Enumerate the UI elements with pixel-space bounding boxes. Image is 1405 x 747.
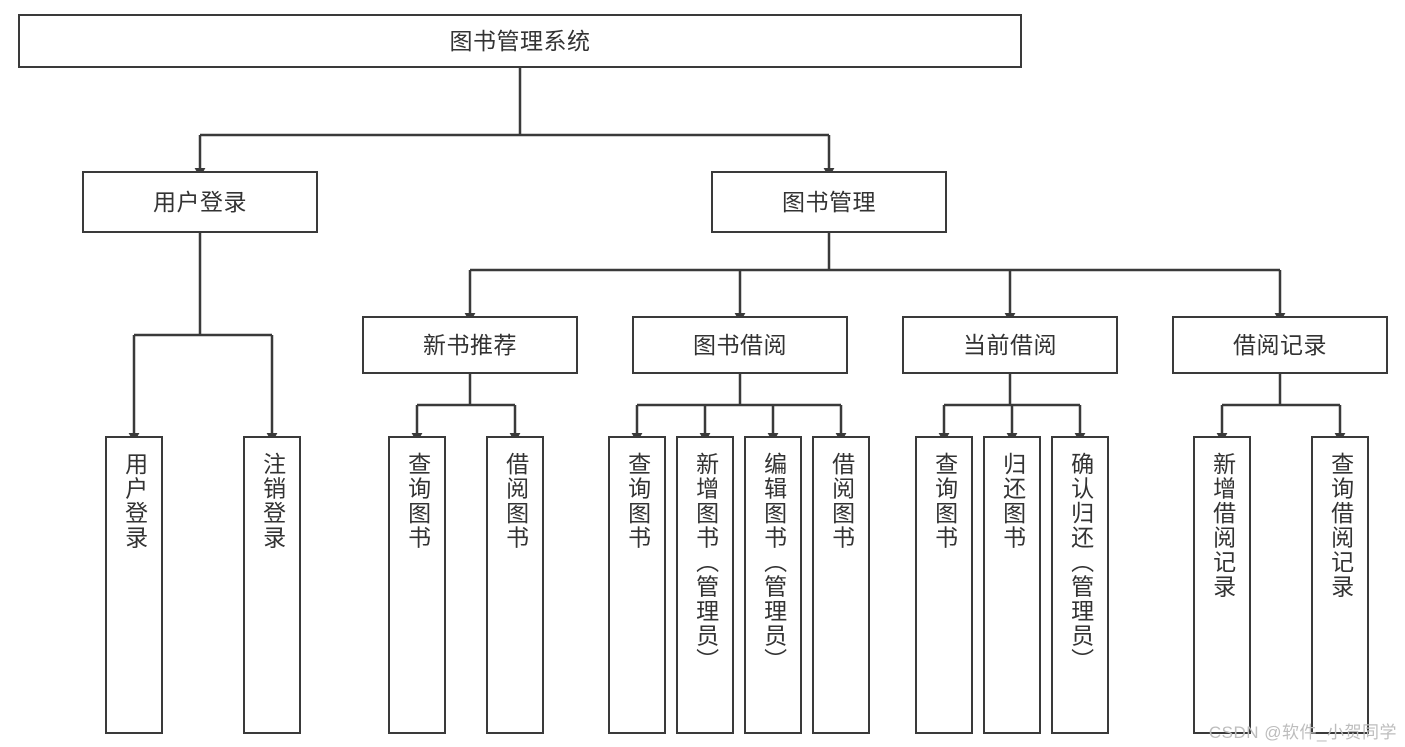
- node-root[interactable]: 图书管理系统: [18, 14, 1022, 68]
- node-label: 归还图书: [999, 452, 1026, 550]
- node-label: 图书借阅: [693, 331, 787, 358]
- node-label: 借阅图书: [502, 452, 529, 550]
- node-label: 借阅记录: [1233, 331, 1327, 358]
- node-label: 新书推荐: [423, 331, 517, 358]
- node-leaf-user-login[interactable]: 用户登录: [105, 436, 163, 734]
- node-label: 编辑图书（管理员）: [760, 452, 787, 673]
- node-label: 图书管理: [782, 188, 876, 215]
- node-leaf-current-return[interactable]: 归还图书: [983, 436, 1041, 734]
- node-label: 借阅图书: [828, 452, 855, 550]
- node-label: 图书管理系统: [449, 27, 591, 54]
- node-leaf-borrow-lend[interactable]: 借阅图书: [812, 436, 870, 734]
- watermark-label: CSDN @软件_小贺同学: [1208, 723, 1397, 742]
- node-label: 确认归还（管理员）: [1067, 452, 1094, 673]
- node-current[interactable]: 当前借阅: [902, 316, 1118, 374]
- node-label: 新增借阅记录: [1209, 452, 1236, 599]
- node-records[interactable]: 借阅记录: [1172, 316, 1388, 374]
- node-login[interactable]: 用户登录: [82, 171, 318, 233]
- node-leaf-user-logout[interactable]: 注销登录: [243, 436, 301, 734]
- node-leaf-current-query[interactable]: 查询图书: [915, 436, 973, 734]
- node-leaf-borrow-add[interactable]: 新增图书（管理员）: [676, 436, 734, 734]
- node-label: 注销登录: [259, 452, 286, 550]
- node-label: 查询图书: [624, 452, 651, 550]
- node-leaf-borrow-query[interactable]: 查询图书: [608, 436, 666, 734]
- node-leaf-current-confirm[interactable]: 确认归还（管理员）: [1051, 436, 1109, 734]
- node-label: 当前借阅: [963, 331, 1057, 358]
- node-label: 用户登录: [153, 188, 247, 215]
- node-leaf-new-query[interactable]: 查询图书: [388, 436, 446, 734]
- node-newbooks[interactable]: 新书推荐: [362, 316, 578, 374]
- node-leaf-record-add[interactable]: 新增借阅记录: [1193, 436, 1251, 734]
- node-label: 新增图书（管理员）: [692, 452, 719, 673]
- node-leaf-record-query[interactable]: 查询借阅记录: [1311, 436, 1369, 734]
- node-bookmgmt[interactable]: 图书管理: [711, 171, 947, 233]
- node-borrow[interactable]: 图书借阅: [632, 316, 848, 374]
- node-label: 查询图书: [404, 452, 431, 550]
- node-leaf-new-borrow[interactable]: 借阅图书: [486, 436, 544, 734]
- node-label: 用户登录: [121, 452, 148, 550]
- node-label: 查询借阅记录: [1327, 452, 1354, 599]
- node-label: 查询图书: [931, 452, 958, 550]
- node-leaf-borrow-edit[interactable]: 编辑图书（管理员）: [744, 436, 802, 734]
